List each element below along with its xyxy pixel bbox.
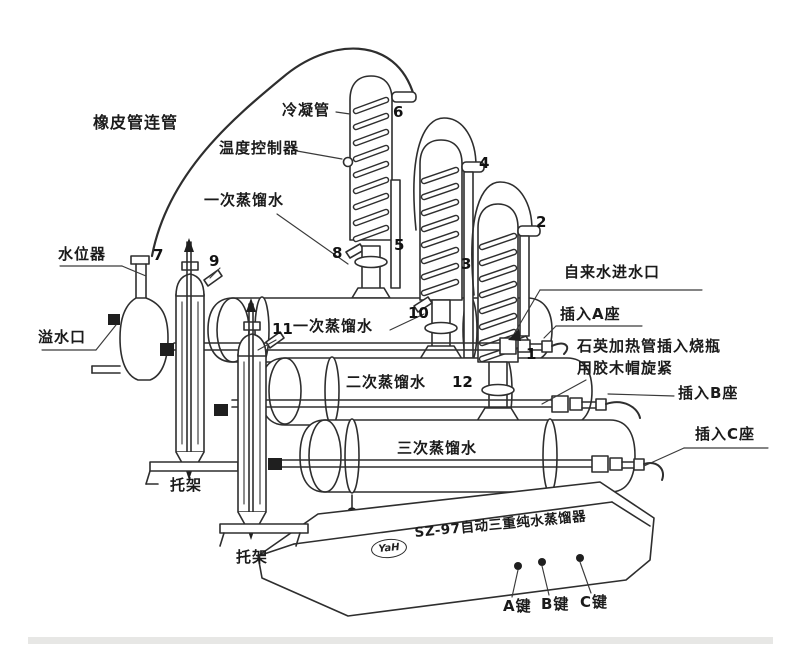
plug-wire-a: [551, 342, 569, 355]
overflow-port-label: 溢水口: [38, 328, 87, 346]
insert-socket-c-label: 插入C座: [695, 425, 756, 443]
bracket-2: [219, 523, 309, 534]
key-c-label: C键: [580, 593, 609, 611]
bracket-label-1: 托架: [170, 476, 203, 494]
water-level-device-label: 水位器: [58, 245, 107, 263]
button-b: [538, 558, 546, 566]
button-c: [576, 554, 584, 562]
heating-tubes: [173, 337, 664, 481]
first-distilled-water-label-mid: 一次蒸馏水: [293, 317, 374, 335]
plug-wire-c: [643, 462, 664, 481]
marker-3: 3: [461, 255, 472, 273]
quartz-heater-note-line1: 石英加热管插入烧瓶: [577, 337, 722, 355]
marker-4: 4: [479, 154, 490, 172]
condenser-column-3: [471, 181, 541, 422]
marker-8: 8: [332, 244, 343, 262]
joint-cone-3: [476, 407, 520, 422]
insert-socket-b-label: 插入B座: [678, 384, 739, 402]
condenser-coil-2: [420, 166, 460, 297]
marker-10: 10: [408, 304, 429, 322]
plug-wire-b: [605, 401, 641, 419]
temp-controller-device: [342, 156, 354, 168]
marker-9: 9: [209, 252, 220, 270]
marker-12: 12: [452, 373, 473, 391]
marker-5: 5: [394, 236, 405, 254]
clamp-band: [324, 356, 340, 426]
water-level-bottle: [91, 255, 174, 381]
pipe-connector: [214, 404, 228, 416]
condenser-label: 冷凝管: [282, 101, 331, 119]
delivery-tube-1: [390, 179, 401, 289]
marker-11: 11: [272, 320, 293, 338]
quartz-heater-note-line2: 用胶木帽旋紧: [577, 359, 674, 377]
side-stub-9: [203, 269, 223, 287]
third-distilled-water-label: 三次蒸馏水: [397, 439, 478, 457]
first-distilled-water-label-top: 一次蒸馏水: [204, 191, 285, 209]
base-unit: [257, 481, 655, 617]
temp-controller-label: 温度控制器: [219, 139, 300, 157]
key-b-label: B键: [541, 595, 570, 613]
level-gauge-2: [214, 298, 309, 547]
second-distilled-water-label: 二次蒸馏水: [346, 373, 427, 391]
vapor-hook-3: [471, 181, 533, 296]
clamp-band: [344, 418, 360, 494]
side-stub-10: [413, 296, 433, 313]
joint-cone-2: [419, 345, 463, 360]
outlet-stub-1: [391, 91, 417, 103]
condenser-column-2: [413, 117, 485, 360]
marker-1: 1: [526, 345, 537, 363]
clamp-band: [542, 418, 558, 494]
vapor-hook-2: [413, 117, 477, 231]
insert-socket-a-label: 插入A座: [560, 305, 621, 323]
overflow-port: [108, 314, 120, 325]
marker-2: 2: [536, 213, 547, 231]
rubber-tube: [150, 47, 416, 258]
clamp-ring-neck-3: [481, 383, 515, 397]
leader-lines: [41, 111, 769, 598]
bracket-1: [149, 461, 239, 472]
tap-water-inlet-label: 自来水进水口: [564, 263, 661, 281]
pipe-connector: [268, 458, 282, 470]
bracket-label-2: 托架: [236, 548, 269, 566]
clamp-ring-neck-2: [424, 321, 458, 335]
pipe-connector: [160, 343, 174, 356]
level-gauge-1: [145, 238, 239, 485]
key-a-label: A键: [503, 597, 532, 615]
scan-edge-band: [28, 637, 773, 644]
clamp-ring-neck-1: [354, 255, 388, 269]
marker-6: 6: [393, 103, 404, 121]
button-a: [514, 562, 522, 570]
condenser-coil-1: [352, 96, 390, 243]
rubber-tube-label: 橡皮管连管: [93, 113, 179, 132]
condenser-column-1: [342, 75, 417, 299]
marker-7: 7: [153, 246, 164, 264]
joint-cone-1: [351, 287, 391, 299]
